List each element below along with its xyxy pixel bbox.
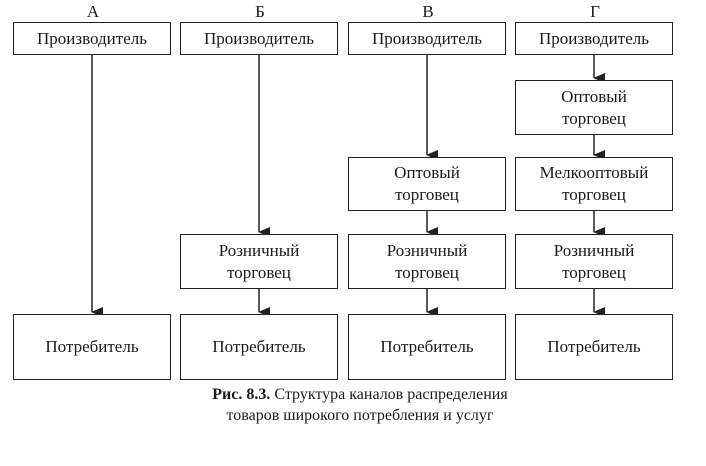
box-b-producer: Производитель bbox=[180, 22, 338, 55]
caption-title-part-1: Структура каналов распределения bbox=[274, 386, 508, 403]
column-label-a: А bbox=[86, 2, 100, 21]
box-b-retailer: Розничный торговец bbox=[180, 234, 338, 289]
box-a-consumer: Потребитель bbox=[13, 314, 171, 380]
caption-line-2: товаров широкого потребления и услуг bbox=[226, 407, 494, 424]
box-g-wholesaler: Оптовый торговец bbox=[515, 80, 673, 135]
box-g-producer: Производитель bbox=[515, 22, 673, 55]
figure-caption: Рис. 8.3. Структура каналов распределени… bbox=[120, 384, 600, 426]
box-g-retailer: Розничный торговец bbox=[515, 234, 673, 289]
box-g-consumer: Потребитель bbox=[515, 314, 673, 380]
caption-figure-number: Рис. 8.3. bbox=[212, 386, 271, 403]
box-v-consumer: Потребитель bbox=[348, 314, 506, 380]
box-a-producer: Производитель bbox=[13, 22, 171, 55]
column-label-v: В bbox=[422, 2, 434, 21]
column-label-b: Б bbox=[255, 2, 265, 21]
box-v-retailer: Розничный торговец bbox=[348, 234, 506, 289]
box-g-jobber: Мелкооптовый торговец bbox=[515, 157, 673, 211]
box-v-producer: Производитель bbox=[348, 22, 506, 55]
box-b-consumer: Потребитель bbox=[180, 314, 338, 380]
caption-line-1: Рис. 8.3. Структура каналов распределени… bbox=[120, 384, 600, 405]
box-v-wholesaler: Оптовый торговец bbox=[348, 157, 506, 211]
column-label-g: Г bbox=[590, 2, 600, 21]
